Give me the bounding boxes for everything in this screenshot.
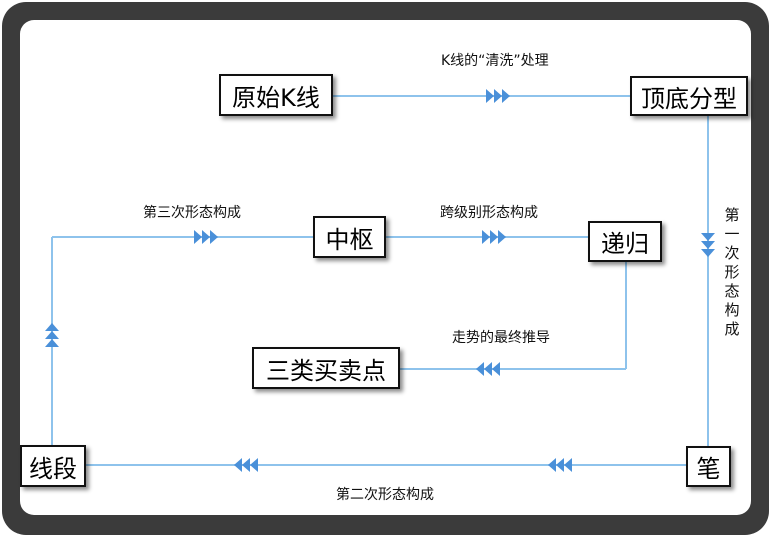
label-cross-level: 跨级别形态构成 — [440, 205, 538, 221]
arrow-right-icon — [194, 230, 218, 244]
arrow-up-icon — [45, 323, 59, 347]
arrow-left-icon — [234, 458, 258, 472]
arrow-down-icon — [701, 233, 715, 257]
node-stroke: 笔 — [686, 446, 731, 487]
node-raw-kline: 原始K线 — [219, 74, 333, 116]
label-third-formation: 第三次形态构成 — [143, 205, 241, 221]
node-segment: 线段 — [20, 445, 86, 487]
label-trend-inference: 走势的最终推导 — [452, 330, 550, 346]
label-first-formation: 第一次形态构成 — [724, 206, 740, 338]
node-recursion: 递归 — [588, 221, 662, 262]
arrow-right-icon — [482, 230, 506, 244]
node-pivot: 中枢 — [313, 216, 386, 258]
arrow-left-icon — [476, 362, 500, 376]
label-kline-cleaning: K线的“清洗”处理 — [441, 53, 549, 69]
arrow-left-icon — [548, 458, 572, 472]
node-fractal: 顶底分型 — [630, 76, 748, 116]
arrow-right-icon — [486, 89, 510, 103]
node-trade-points: 三类买卖点 — [252, 347, 400, 389]
label-second-formation: 第二次形态构成 — [336, 487, 434, 503]
diagram-canvas — [20, 20, 751, 515]
